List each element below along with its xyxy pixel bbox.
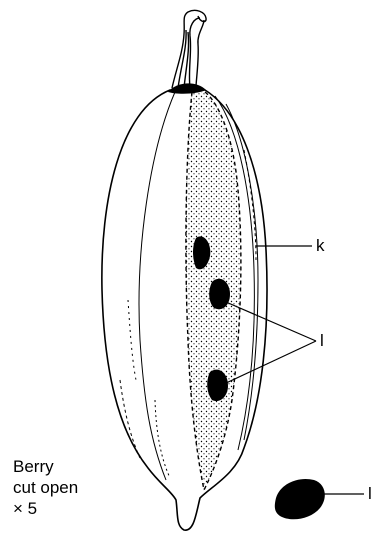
caption-line-3: × 5 [13,498,78,519]
stem [172,10,206,88]
caption-line-2: cut open [13,477,78,498]
detached-seed [275,479,325,519]
label-l-seeds: l [320,332,324,349]
label-k: k [316,237,325,254]
figure-caption: Berry cut open × 5 [13,456,78,519]
berry-ribs-left [120,92,175,480]
caption-line-1: Berry [13,456,78,477]
berry-outline [102,90,267,530]
label-l-detached: l [368,485,372,502]
